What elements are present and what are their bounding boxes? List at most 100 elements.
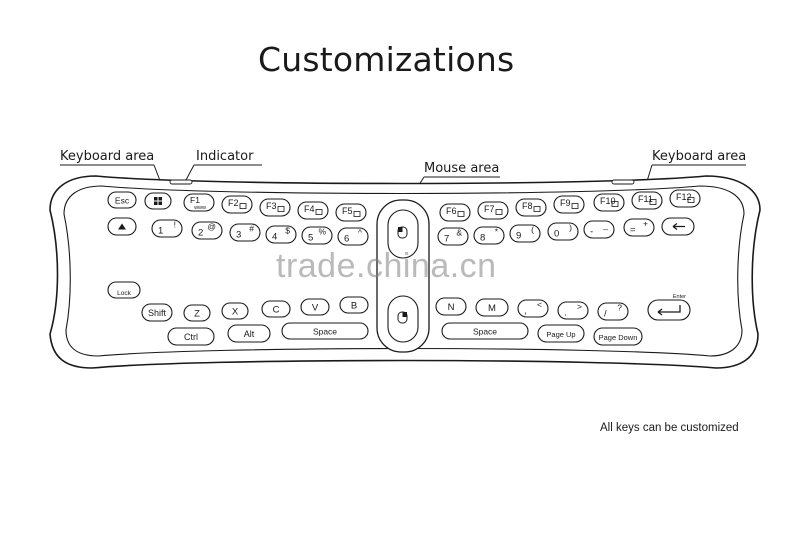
windows-key[interactable] bbox=[144, 192, 172, 210]
alt-key[interactable]: Alt bbox=[227, 324, 271, 343]
esc-key[interactable]: Esc bbox=[107, 191, 137, 209]
key-7-label: 7 bbox=[444, 234, 449, 245]
up-arrow-icon bbox=[118, 223, 126, 230]
customization-note: All keys can be customized bbox=[600, 422, 739, 434]
period-key[interactable]: .> bbox=[557, 301, 589, 320]
f4-key-label: F4 bbox=[304, 204, 315, 214]
page-up-key[interactable]: Page Up bbox=[537, 324, 585, 343]
space-right-key[interactable]: Space bbox=[441, 322, 529, 340]
c-key[interactable]: C bbox=[261, 300, 291, 318]
ctrl-key[interactable]: Ctrl bbox=[167, 327, 215, 346]
z-key-label: Z bbox=[194, 309, 200, 320]
volume-mute-icon bbox=[649, 199, 657, 205]
prev-icon bbox=[495, 209, 503, 215]
mouse-left-icon bbox=[397, 226, 408, 239]
key-2[interactable]: 2@ bbox=[191, 221, 223, 240]
mouse-left-button[interactable] bbox=[387, 209, 419, 259]
key-5[interactable]: 5% bbox=[301, 226, 333, 245]
esc-key-label: Esc bbox=[115, 196, 130, 206]
f6-key-label: F6 bbox=[446, 206, 457, 216]
caps-lock-key[interactable]: Lock bbox=[107, 281, 141, 299]
key-5-label: 5 bbox=[308, 233, 313, 244]
f9-key-label: F9 bbox=[560, 198, 571, 208]
keyboard-area-left-label: Keyboard area bbox=[60, 149, 155, 164]
envelope-icon bbox=[353, 211, 361, 217]
period-key-label: . bbox=[564, 308, 567, 319]
f6-key[interactable]: F6 bbox=[439, 203, 471, 222]
indicator-led-left bbox=[169, 179, 193, 185]
key-4[interactable]: 4$ bbox=[265, 225, 297, 244]
slash-key[interactable]: /? bbox=[597, 302, 629, 321]
key-7[interactable]: 7& bbox=[437, 227, 469, 246]
key-0-symbol: ) bbox=[569, 223, 572, 233]
device-inner-body bbox=[63, 185, 745, 357]
f11-key[interactable]: F11 bbox=[631, 191, 663, 210]
key-3[interactable]: 3# bbox=[229, 223, 261, 242]
key-1[interactable]: 1! bbox=[151, 219, 183, 238]
enter-arrow-icon bbox=[657, 305, 681, 316]
m-key-label: M bbox=[488, 303, 496, 314]
space-right-key-label: Space bbox=[473, 327, 497, 337]
f8-key[interactable]: F8 bbox=[515, 198, 547, 217]
space-left-key-label: Space bbox=[313, 327, 337, 337]
v-key[interactable]: V bbox=[300, 298, 330, 316]
mouse-right-button[interactable] bbox=[387, 295, 419, 343]
n-key[interactable]: N bbox=[435, 297, 467, 316]
music-icon bbox=[457, 211, 465, 217]
page-title: Customizations bbox=[258, 40, 515, 79]
key-6[interactable]: 6^ bbox=[337, 227, 369, 246]
equals-key[interactable]: =+ bbox=[623, 218, 655, 237]
key-9[interactable]: 9( bbox=[509, 224, 541, 243]
mouse-right-icon bbox=[397, 311, 408, 324]
minus-key-label: - bbox=[590, 227, 593, 238]
f10-key[interactable]: F10 bbox=[593, 193, 625, 212]
key-2-label: 2 bbox=[198, 228, 203, 239]
f3-key-label: F3 bbox=[266, 201, 277, 211]
f9-key[interactable]: F9 bbox=[553, 195, 585, 214]
z-key[interactable]: Z bbox=[183, 304, 211, 322]
next-icon bbox=[571, 203, 579, 209]
space-left-key[interactable]: Space bbox=[281, 322, 369, 340]
m-key[interactable]: M bbox=[475, 298, 509, 317]
enter-key-label: Enter bbox=[673, 294, 686, 300]
page-up-key-label: Page Up bbox=[546, 330, 575, 339]
comma-key-symbol: < bbox=[537, 300, 542, 310]
b-key-label: B bbox=[351, 301, 357, 312]
key-9-label: 9 bbox=[516, 231, 521, 242]
key-4-symbol: $ bbox=[285, 226, 290, 236]
key-8-symbol: * bbox=[495, 227, 499, 237]
f8-key-label: F8 bbox=[522, 201, 533, 211]
equals-key-label: = bbox=[630, 225, 636, 236]
f4-key[interactable]: F4 bbox=[297, 201, 329, 220]
backspace-key[interactable] bbox=[661, 217, 695, 236]
comma-key[interactable]: ,< bbox=[517, 299, 549, 318]
minus-key[interactable]: -_ bbox=[583, 220, 615, 239]
v-key-label: V bbox=[312, 303, 319, 314]
key-1-label: 1 bbox=[158, 226, 163, 237]
windows-icon bbox=[154, 197, 162, 205]
page-down-key[interactable]: Page Down bbox=[593, 327, 643, 346]
b-key[interactable]: B bbox=[339, 296, 369, 314]
f5-key[interactable]: F5 bbox=[335, 203, 367, 222]
backspace-arrow-icon bbox=[672, 223, 685, 230]
x-key[interactable]: X bbox=[221, 302, 249, 320]
shift-key[interactable]: Shift bbox=[141, 303, 173, 322]
key-0-label: 0 bbox=[554, 229, 559, 240]
f12-key-label: F12 bbox=[676, 192, 692, 202]
f2-key-label: F2 bbox=[228, 198, 239, 208]
f1-key-sub: www bbox=[193, 205, 206, 211]
key-0[interactable]: 0) bbox=[547, 222, 579, 241]
mail-icon bbox=[315, 209, 323, 215]
key-8[interactable]: 8* bbox=[473, 226, 505, 245]
enter-key[interactable]: Enter bbox=[647, 294, 691, 321]
c-key-label: C bbox=[273, 305, 280, 316]
up-arrow-key[interactable] bbox=[107, 217, 137, 236]
f2-key[interactable]: F2 bbox=[221, 195, 253, 214]
key-6-symbol: ^ bbox=[358, 228, 362, 238]
mouse-area-label: Mouse area bbox=[424, 161, 500, 176]
indicator-label: Indicator bbox=[196, 149, 254, 164]
f3-key[interactable]: F3 bbox=[259, 198, 291, 217]
f7-key[interactable]: F7 bbox=[477, 201, 509, 220]
f12-key[interactable]: F12 bbox=[669, 189, 701, 208]
